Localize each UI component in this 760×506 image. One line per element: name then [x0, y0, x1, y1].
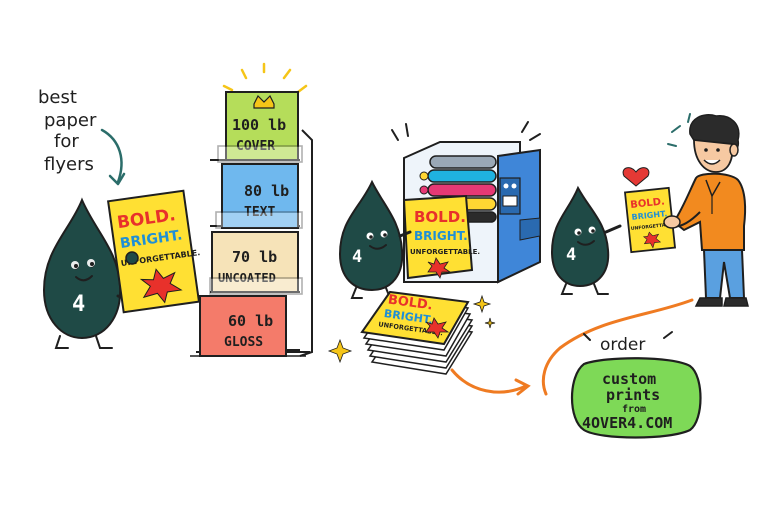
handoff-flyer-line3: UNFORGETTABLE. — [631, 221, 678, 232]
printer: BOLD. BRIGHT. UNFORGETTABLE. — [391, 121, 541, 284]
sparkle-icon — [222, 62, 308, 94]
printer-flyer-line2: BRIGHT. — [414, 229, 468, 243]
shelf-60lb-gloss: 60 lb GLOSS — [199, 295, 287, 357]
note: best paper for flyers — [38, 87, 97, 175]
shelf-1-name: COVER — [236, 139, 275, 154]
cta-order: order — [600, 335, 645, 355]
flyer-held: BOLD. BRIGHT. UNFORGETTABLE. — [106, 189, 201, 314]
order-arrow — [450, 298, 694, 396]
handoff-flyer-line1: BOLD. — [630, 196, 666, 211]
cta-line1: custom — [602, 370, 656, 388]
paper-rack: 100 lb COVER 80 lb TEXT 70 lb UNCOATED 6… — [190, 62, 313, 357]
handoff-flyer-line2: BRIGHT. — [631, 209, 668, 222]
cta-line2: prints — [606, 386, 660, 404]
cta-marks — [583, 331, 673, 341]
mascot-middle-label: 4 — [352, 247, 362, 267]
mascot-left-hand — [125, 251, 139, 265]
customer-person — [663, 114, 749, 307]
excitement-marks — [667, 113, 691, 147]
printer-flyer-line1: BOLD. — [414, 208, 466, 226]
mascot-right-label: 4 — [566, 245, 576, 265]
note-line-3: for — [54, 131, 79, 152]
note-line-2: paper — [44, 110, 97, 131]
mascot-right: 4 — [550, 185, 622, 295]
shelf-4-name: GLOSS — [224, 335, 263, 350]
crown-icon — [253, 94, 275, 109]
shelf-4-weight: 60 lb — [228, 312, 273, 330]
heart-icon — [622, 167, 650, 187]
cta-line3: from — [622, 404, 646, 415]
shelf-2-name: TEXT — [244, 205, 275, 220]
mascot-left: 4 — [42, 197, 134, 349]
note-line-4: flyers — [44, 154, 94, 175]
shelf-70lb-uncoated: 70 lb UNCOATED — [209, 231, 303, 295]
mascot-left-label: 4 — [72, 292, 85, 317]
shelf-100lb-cover: 100 lb COVER — [217, 91, 303, 163]
flyer-handoff: BOLD. BRIGHT. UNFORGETTABLE. — [623, 186, 678, 254]
shelf-80lb-text: 80 lb TEXT — [215, 163, 303, 229]
curved-arrow-icon — [100, 128, 126, 186]
cta-brand: 4OVER4.COM — [582, 414, 672, 432]
shelf-3-name: UNCOATED — [218, 271, 276, 285]
stack-flyer-line1: BOLD. — [387, 292, 434, 313]
mascot-middle: 4 — [338, 179, 412, 299]
cta-card[interactable]: order custom prints from 4OVER4.COM — [570, 331, 702, 439]
sparkle-icon — [327, 294, 496, 364]
shelf-2-weight: 80 lb — [244, 182, 289, 200]
shelf-1-weight: 100 lb — [232, 116, 286, 134]
flyer-stack: BOLD. BRIGHT. UNFORGETTABLE. — [327, 290, 496, 375]
shelf-3-weight: 70 lb — [232, 248, 277, 266]
note-line-1: best — [38, 87, 77, 108]
printer-flyer-line3: UNFORGETTABLE. — [410, 248, 480, 256]
